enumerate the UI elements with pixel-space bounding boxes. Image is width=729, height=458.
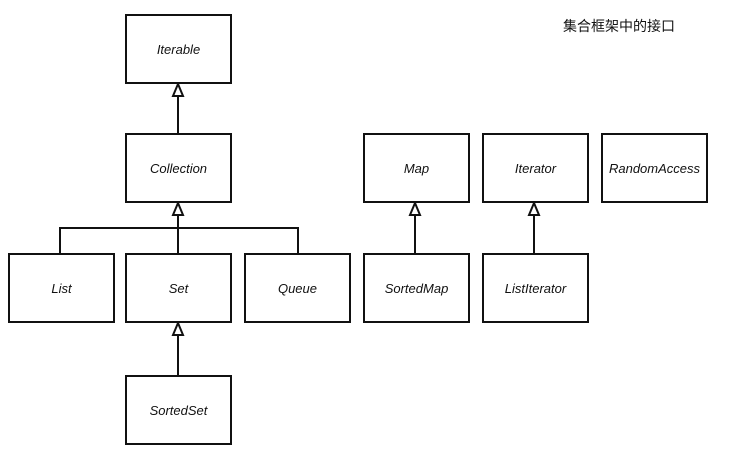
arrowhead [171,200,185,216]
queue-box: Queue [244,253,351,323]
diagram-title: 集合框架中的接口 [563,18,675,34]
arrowhead [171,81,185,97]
randomaccess-box: RandomAccess [601,133,708,203]
arrowhead [527,200,541,216]
set-box: Set [125,253,232,323]
iterable-box: Iterable [125,14,232,84]
list-box: List [8,253,115,323]
iterator-box: Iterator [482,133,589,203]
sortedmap-box: SortedMap [363,253,470,323]
sortedset-box: SortedSet [125,375,232,445]
map-box: Map [363,133,470,203]
listiterator-box: ListIterator [482,253,589,323]
arrowhead [171,320,185,336]
collection-box: Collection [125,133,232,203]
arrowhead [408,200,422,216]
